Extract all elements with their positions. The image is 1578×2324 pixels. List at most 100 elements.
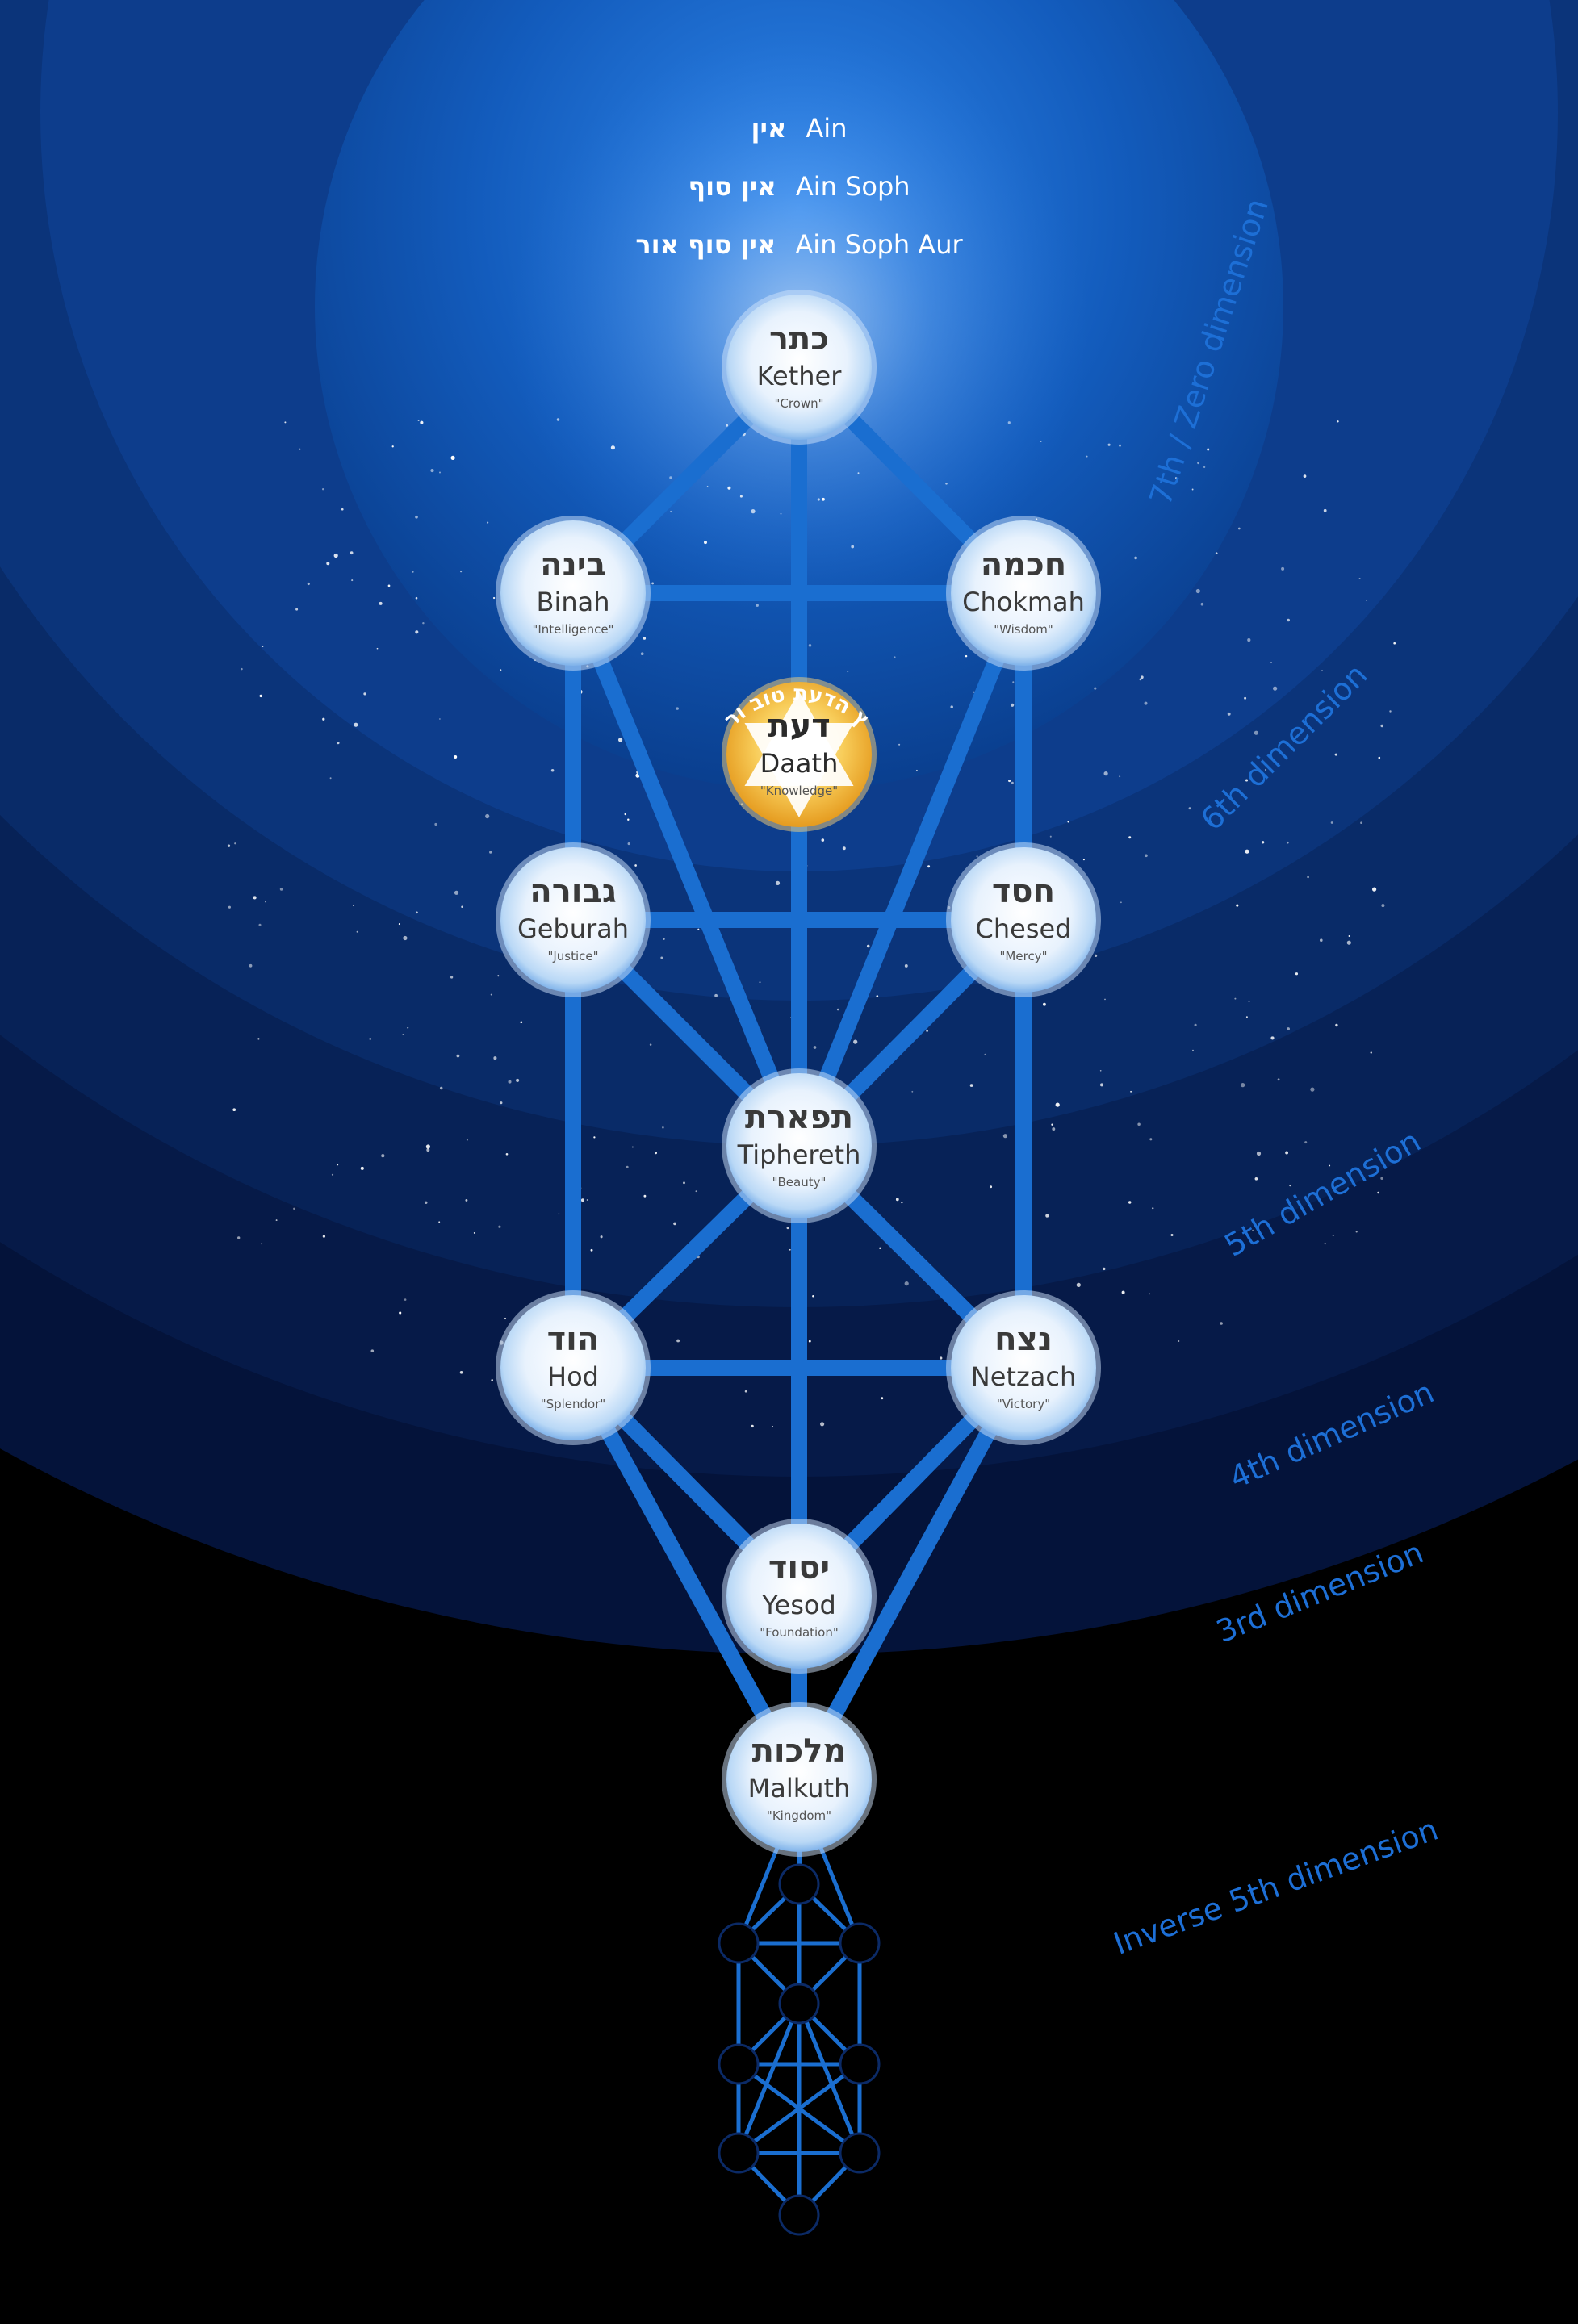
- star: [627, 842, 630, 846]
- sphere-disc: [726, 1707, 872, 1852]
- star: [1252, 1229, 1254, 1231]
- sephirah-hebrew: בינה: [540, 546, 606, 583]
- star: [1042, 1002, 1046, 1006]
- star: [1203, 466, 1206, 469]
- ain-line: אין Ain: [751, 113, 848, 144]
- star: [1393, 642, 1396, 645]
- sphere-disc: [726, 295, 872, 440]
- star: [1380, 724, 1383, 728]
- star: [1128, 836, 1132, 839]
- star: [879, 1247, 881, 1249]
- star: [1152, 1207, 1154, 1210]
- star: [744, 1390, 747, 1393]
- star: [726, 424, 729, 427]
- star: [643, 1194, 647, 1198]
- star: [337, 741, 340, 745]
- star: [504, 1317, 507, 1320]
- sephirah-hebrew: מלכות: [752, 1733, 847, 1770]
- star: [490, 993, 492, 996]
- sephirah-hebrew: חכמה: [981, 546, 1067, 583]
- star: [990, 1185, 993, 1189]
- star: [1227, 712, 1231, 716]
- star: [249, 963, 253, 968]
- path-binah-tiphereth: [565, 585, 807, 1154]
- star: [610, 445, 616, 450]
- ain-soph-aur-line: אין סוף אור Ain Soph Aur: [635, 229, 963, 260]
- star: [624, 813, 626, 816]
- sphere-disc: [500, 1295, 646, 1440]
- star: [973, 691, 975, 693]
- star: [820, 1422, 825, 1427]
- star: [505, 1152, 509, 1156]
- star: [640, 652, 644, 656]
- star: [439, 718, 441, 720]
- star: [516, 1078, 520, 1082]
- star: [1270, 1036, 1275, 1040]
- star: [632, 1146, 634, 1148]
- star: [881, 1397, 884, 1400]
- star: [984, 1053, 986, 1055]
- star: [660, 956, 663, 959]
- star: [1329, 1164, 1331, 1167]
- star: [1107, 443, 1111, 446]
- star: [403, 935, 408, 941]
- star: [775, 880, 781, 885]
- star: [1304, 1141, 1308, 1144]
- star: [473, 1231, 475, 1234]
- qliphoth-node: [718, 1922, 760, 1964]
- sephirah-name: Daath: [760, 748, 839, 779]
- star: [399, 1311, 402, 1315]
- star: [1095, 954, 1098, 957]
- star: [326, 562, 330, 566]
- sephirah-meaning: "Crown": [774, 396, 823, 411]
- star: [1320, 938, 1323, 942]
- star: [1051, 1123, 1053, 1126]
- star: [927, 865, 931, 868]
- star: [407, 1026, 409, 1029]
- star: [727, 486, 731, 490]
- star: [1248, 1001, 1250, 1003]
- star: [1103, 1267, 1106, 1271]
- sphere-disc: [500, 847, 646, 993]
- star: [1303, 474, 1307, 478]
- star: [1197, 462, 1200, 465]
- path-hod-malkuth: [565, 1360, 807, 1787]
- star: [1103, 771, 1108, 776]
- star: [322, 717, 325, 721]
- star: [1285, 1151, 1289, 1155]
- star: [1215, 552, 1218, 555]
- star: [354, 722, 358, 727]
- star: [904, 1281, 909, 1286]
- qliphoth-lattice: [718, 1816, 881, 2236]
- qliphoth-node: [778, 2194, 820, 2236]
- star: [976, 855, 978, 858]
- star: [894, 656, 896, 658]
- star: [822, 497, 825, 501]
- star: [756, 604, 759, 607]
- star: [489, 851, 492, 854]
- star: [508, 1080, 512, 1084]
- star: [1008, 780, 1011, 783]
- sephirah-name: Hod: [547, 1361, 599, 1392]
- star: [714, 993, 718, 997]
- star: [487, 521, 489, 524]
- star: [706, 485, 709, 487]
- star: [360, 1166, 364, 1170]
- star: [331, 1173, 334, 1176]
- star: [1188, 807, 1191, 810]
- star: [450, 976, 454, 979]
- star: [695, 1190, 697, 1193]
- star: [1067, 821, 1069, 823]
- star: [1119, 444, 1121, 447]
- star: [420, 420, 424, 424]
- star: [459, 1371, 463, 1374]
- star: [876, 995, 879, 997]
- star: [812, 1295, 814, 1298]
- sphere-disc: [951, 520, 1096, 666]
- star: [670, 510, 672, 513]
- star: [391, 445, 394, 448]
- star: [651, 582, 655, 585]
